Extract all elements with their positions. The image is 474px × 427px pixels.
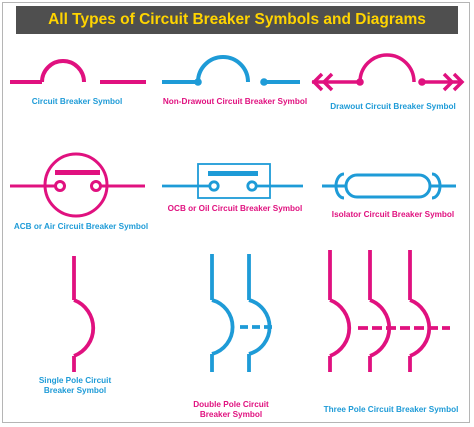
label-double-pole-line-2: Breaker Symbol: [199, 410, 263, 419]
label-double-pole-line-1: Double Pole Circuit: [193, 400, 269, 409]
three-pole-circuit-breaker-symbol: [328, 250, 450, 372]
drawout-circuit-breaker-symbol: [311, 53, 465, 92]
label-single-pole-line-2: Breaker Symbol: [43, 386, 107, 395]
label-ocb-circuit-breaker: OCB or Oil Circuit Breaker Symbol: [167, 204, 303, 213]
page-title: All Types of Circuit Breaker Symbols and…: [16, 6, 458, 34]
label-isolator-circuit-breaker: Isolator Circuit Breaker Symbol: [331, 210, 455, 219]
acb-air-circuit-breaker-symbol: [10, 152, 145, 218]
label-acb-circuit-breaker: ACB or Air Circuit Breaker Symbol: [13, 222, 149, 231]
single-pole-circuit-breaker-symbol: [72, 256, 96, 372]
label-circuit-breaker: Circuit Breaker Symbol: [31, 97, 123, 106]
circuit-breaker-symbol: [10, 59, 146, 84]
non-drawout-circuit-breaker-symbol: [162, 55, 300, 86]
double-pole-circuit-breaker-symbol: [210, 254, 276, 372]
ocb-oil-circuit-breaker-symbol: [162, 163, 303, 199]
label-non-drawout-circuit-breaker: Non-Drawout Circuit Breaker Symbol: [162, 97, 308, 106]
label-three-pole: Three Pole Circuit Breaker Symbol: [323, 405, 459, 414]
label-drawout-circuit-breaker: Drawout Circuit Breaker Symbol: [330, 102, 456, 111]
isolator-circuit-breaker-symbol: [322, 172, 456, 200]
label-single-pole-line-1: Single Pole Circuit: [38, 376, 112, 385]
